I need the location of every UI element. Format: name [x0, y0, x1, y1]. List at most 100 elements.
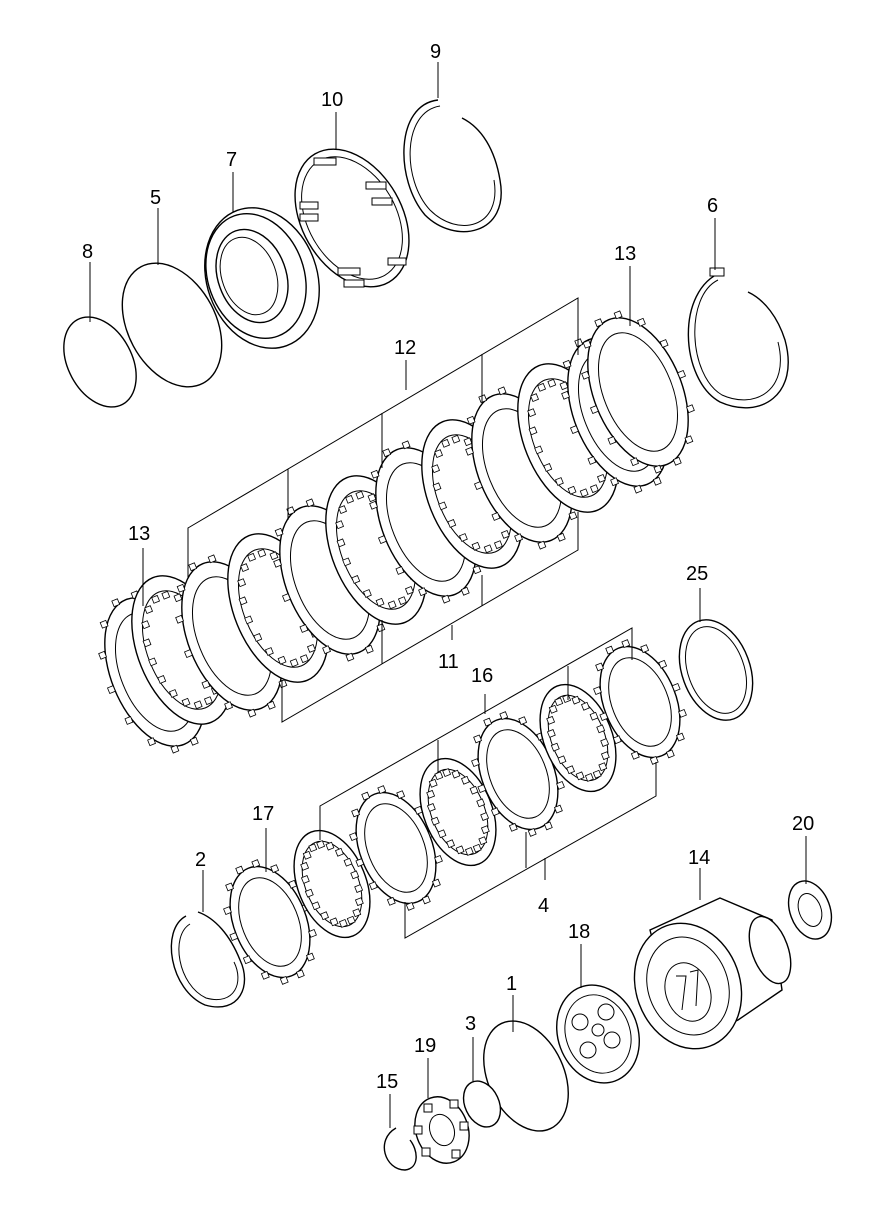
plate-tooth — [257, 548, 267, 558]
plate-tooth — [316, 840, 326, 849]
plate-tooth — [161, 590, 171, 600]
plate-tooth — [157, 675, 167, 684]
plate-tooth — [203, 696, 213, 706]
plate-tooth — [302, 850, 312, 860]
plate-tooth — [295, 969, 305, 979]
plate-tooth — [431, 878, 441, 888]
plate-tooth — [630, 750, 640, 760]
plate-tooth — [418, 587, 427, 597]
plate-tooth — [612, 735, 622, 745]
callout-4: 4 — [538, 895, 549, 917]
part-7-piston — [204, 172, 320, 349]
plate-tooth — [458, 533, 468, 542]
part-18-planetary-carrier — [556, 944, 640, 1084]
plate-tooth — [672, 456, 682, 466]
part-15-snap-ring — [383, 1094, 417, 1171]
plate-tooth — [527, 408, 537, 418]
plate-tooth — [281, 593, 291, 603]
plate-tooth — [352, 908, 362, 918]
plate-tooth — [675, 732, 685, 742]
callout-17: 17 — [252, 803, 274, 825]
plate-tooth — [299, 624, 309, 633]
plate-tooth — [596, 724, 606, 734]
plate-tooth — [434, 771, 444, 781]
plate-tooth — [561, 390, 570, 400]
plate-tooth — [334, 847, 344, 857]
plate-tooth — [382, 448, 392, 458]
plate-tooth — [229, 932, 239, 942]
plate-tooth — [368, 881, 378, 891]
plate-tooth — [237, 578, 247, 588]
plate-tooth — [338, 505, 348, 515]
part-8-oring — [63, 262, 137, 408]
plate-tooth — [395, 566, 405, 575]
plate-tooth — [269, 551, 279, 561]
plate-tooth — [613, 310, 623, 320]
plate-tooth — [354, 884, 364, 893]
callout-16: 16 — [471, 665, 493, 687]
plate-tooth — [308, 843, 318, 853]
plate-tooth — [355, 858, 365, 868]
plate-tooth — [677, 369, 687, 379]
plate-tooth — [225, 882, 235, 892]
plate-tooth — [343, 857, 353, 867]
plate-tooth — [397, 596, 407, 606]
plate-tooth — [508, 822, 518, 832]
plate-tooth — [350, 870, 360, 880]
plate-tooth — [464, 847, 474, 856]
plate-tooth — [568, 511, 578, 521]
plate-tooth — [345, 494, 355, 504]
plate-tooth — [579, 488, 589, 498]
plate-tooth — [527, 827, 537, 837]
plate-tooth — [466, 415, 476, 425]
plate-tooth — [476, 798, 486, 808]
plate-tooth — [369, 500, 378, 510]
callout-7: 7 — [226, 149, 237, 171]
plate-tooth — [223, 906, 232, 916]
plate-tooth — [144, 605, 154, 615]
plate-tooth — [386, 896, 396, 906]
plate-tooth — [571, 695, 581, 705]
plate-tooth — [176, 583, 186, 593]
plate-tooth — [447, 519, 457, 528]
plate-tooth — [478, 836, 488, 846]
plate-tooth — [141, 620, 151, 630]
plate-tooth — [147, 737, 156, 747]
plate-tooth — [207, 554, 217, 564]
bracket-16 — [319, 627, 633, 840]
plate-tooth — [548, 704, 558, 714]
plate-tooth — [553, 804, 563, 814]
plate-tooth — [201, 680, 211, 689]
plate-tooth — [242, 955, 252, 965]
plate-tooth — [607, 436, 617, 445]
plate-tooth — [446, 839, 456, 849]
plate-tooth — [441, 594, 451, 604]
plate-tooth — [671, 682, 681, 692]
plate-tooth — [598, 762, 608, 772]
plate-tooth — [562, 359, 572, 369]
plate-tooth — [493, 540, 503, 550]
plate-tooth — [351, 808, 361, 818]
plate-tooth — [151, 594, 161, 604]
plate-tooth — [556, 532, 566, 542]
plate-tooth — [595, 662, 605, 672]
part-9-snap-ring — [403, 62, 502, 233]
clutch-plate — [349, 785, 443, 911]
clutch-plate-stack — [98, 310, 695, 754]
plate-tooth — [173, 593, 183, 603]
plate-tooth — [434, 854, 443, 864]
plate-tooth — [472, 843, 482, 853]
plate-tooth — [428, 778, 438, 788]
plate-tooth — [367, 493, 377, 503]
part-3-oring — [462, 1037, 502, 1128]
plate-tooth — [537, 382, 547, 392]
plate-tooth — [247, 552, 257, 562]
plate-tooth — [300, 875, 310, 884]
plate-tooth — [491, 512, 501, 521]
plate-tooth — [247, 708, 257, 718]
plate-tooth — [183, 649, 193, 659]
plate-tooth — [387, 600, 397, 610]
clutch-plate — [419, 757, 497, 867]
plate-tooth — [686, 404, 695, 414]
plate-tooth — [477, 784, 487, 794]
